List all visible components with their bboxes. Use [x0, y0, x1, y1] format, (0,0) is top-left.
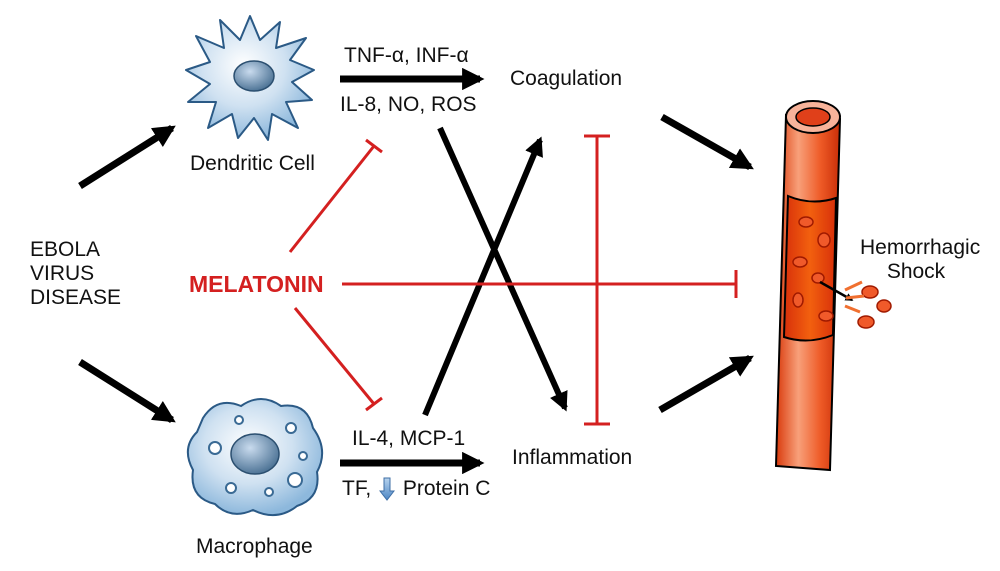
arrow-bottom-to-coagulation: [422, 136, 543, 417]
inflammation-label: Inflammation: [512, 446, 633, 469]
blood-vessel-icon: [774, 100, 892, 472]
disease-line-1: EBOLA: [30, 238, 101, 261]
inhibit-dendritic-bar: [365, 138, 383, 154]
macrophage-nucleus: [230, 433, 280, 475]
mediators-bottom-lower-prefix: TF,: [342, 477, 372, 500]
mediators-bottom-upper: IL-4, MCP-1: [352, 427, 466, 450]
disease-line-2: VIRUS: [30, 262, 95, 285]
disease-label: EBOLA VIRUS DISEASE: [30, 238, 121, 310]
shock-line-2: Shock: [886, 260, 946, 283]
arrow-coagulation-to-vessel: [660, 113, 754, 171]
arrow-inflammation-to-vessel: [658, 354, 754, 414]
down-arrow-icon: [379, 477, 396, 502]
coagulation-label: Coagulation: [510, 67, 623, 90]
mediators-bottom-lower: TF, Protein C: [342, 477, 491, 502]
inhibit-macrophage-bar: [365, 396, 383, 412]
melatonin-label: MELATONIN: [189, 271, 324, 297]
mediators-top-lower: IL-8, NO, ROS: [340, 93, 477, 116]
melatonin-inhibition-lines: [288, 134, 738, 426]
red-blood-cells: [792, 216, 892, 329]
leak-streaks: [844, 280, 865, 314]
macrophage-icon: [186, 398, 324, 517]
inhibit-macrophage: [293, 307, 376, 405]
arrow-disease-to-dendritic: [78, 125, 176, 189]
mediators-bottom-lower-suffix: Protein C: [402, 477, 491, 500]
hemorrhagic-shock-label: Hemorrhagic Shock: [860, 236, 981, 284]
dendritic-cell-label: Dendritic Cell: [190, 152, 315, 175]
arrow-disease-to-macrophage: [78, 359, 176, 423]
disease-line-3: DISEASE: [30, 286, 122, 309]
dendritic-nucleus: [233, 60, 275, 92]
macrophage-vesicles: [208, 415, 308, 497]
inhibit-dendritic: [288, 145, 376, 253]
dendritic-cell-icon: [185, 15, 315, 141]
mediators-top-upper: TNF-α, INF-α: [344, 44, 469, 67]
shock-line-1: Hemorrhagic: [860, 236, 981, 259]
macrophage-label: Macrophage: [196, 535, 313, 558]
arrow-top-to-inflammation: [437, 126, 568, 412]
